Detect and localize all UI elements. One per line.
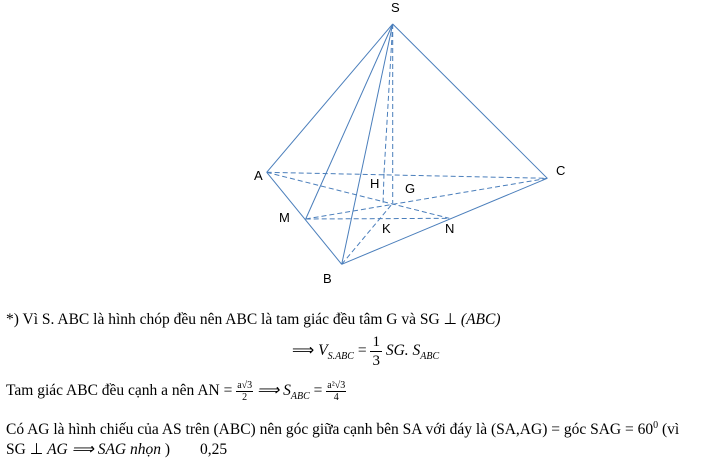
label-K: K — [382, 221, 391, 236]
v: V — [318, 342, 328, 360]
num: a²√3 — [326, 380, 347, 392]
label-B: B — [323, 271, 332, 286]
label-H: H — [370, 176, 379, 191]
edge-SC — [392, 23, 548, 179]
degree: 0 — [653, 420, 659, 431]
math: (ABC) — [460, 311, 501, 328]
text: Tam giác ABC đều cạnh a nên AN = — [6, 382, 237, 400]
segment-HK — [382, 173, 385, 206]
label-N: N — [445, 221, 454, 236]
text: SG ⊥ — [6, 441, 48, 458]
edge-AB — [266, 171, 343, 265]
segment-AN — [266, 171, 450, 219]
paren: ) — [161, 441, 171, 458]
statement-line-4: Có AG là hình chiếu của AS trên (ABC) nê… — [6, 420, 679, 439]
den: 3 — [372, 353, 380, 369]
area-sub: ABC — [290, 391, 310, 403]
edge-BC — [341, 177, 548, 265]
math: AG ⟹ SAG nhọn — [47, 441, 161, 458]
label-G: G — [405, 181, 415, 196]
text-end: (vì — [658, 421, 680, 439]
edge-SA — [266, 23, 394, 173]
edge-SM — [305, 23, 394, 220]
eq: = — [353, 342, 371, 360]
text: Có AG là hình chiếu của AS trên (ABC) nê… — [6, 421, 654, 439]
num: a√3 — [236, 380, 254, 392]
label-C: C — [556, 163, 565, 178]
rest: SG. S — [381, 342, 421, 360]
den: 4 — [333, 392, 339, 403]
segment-BK — [341, 202, 394, 265]
edge-SB — [341, 23, 394, 265]
statement-line-5: SG ⊥ AG ⟹ SAG nhọn ) 0,25 — [6, 440, 227, 459]
arrow: ⟹ — [292, 342, 319, 360]
score: 0,25 — [200, 441, 228, 458]
statement-line-1: *) Vì S. ABC là hình chóp đều nên ABC là… — [6, 310, 501, 329]
segment-MN — [305, 217, 450, 220]
num: 1 — [370, 334, 382, 352]
area: ⟹ S — [253, 382, 291, 400]
eq: = — [309, 382, 327, 400]
label-A: A — [254, 168, 263, 183]
segment-MC — [305, 177, 548, 220]
label-M: M — [279, 210, 290, 225]
segment-SH — [383, 23, 394, 174]
v-sub: S.ABC — [327, 351, 354, 363]
den: 2 — [242, 392, 248, 403]
pyramid-diagram: S A C H G M K N B — [254, 0, 565, 286]
text: *) Vì S. ABC là hình chóp đều nên ABC là… — [6, 311, 461, 328]
rest-sub: ABC — [420, 351, 440, 363]
edge-AC — [266, 171, 548, 179]
label-S: S — [391, 0, 400, 15]
